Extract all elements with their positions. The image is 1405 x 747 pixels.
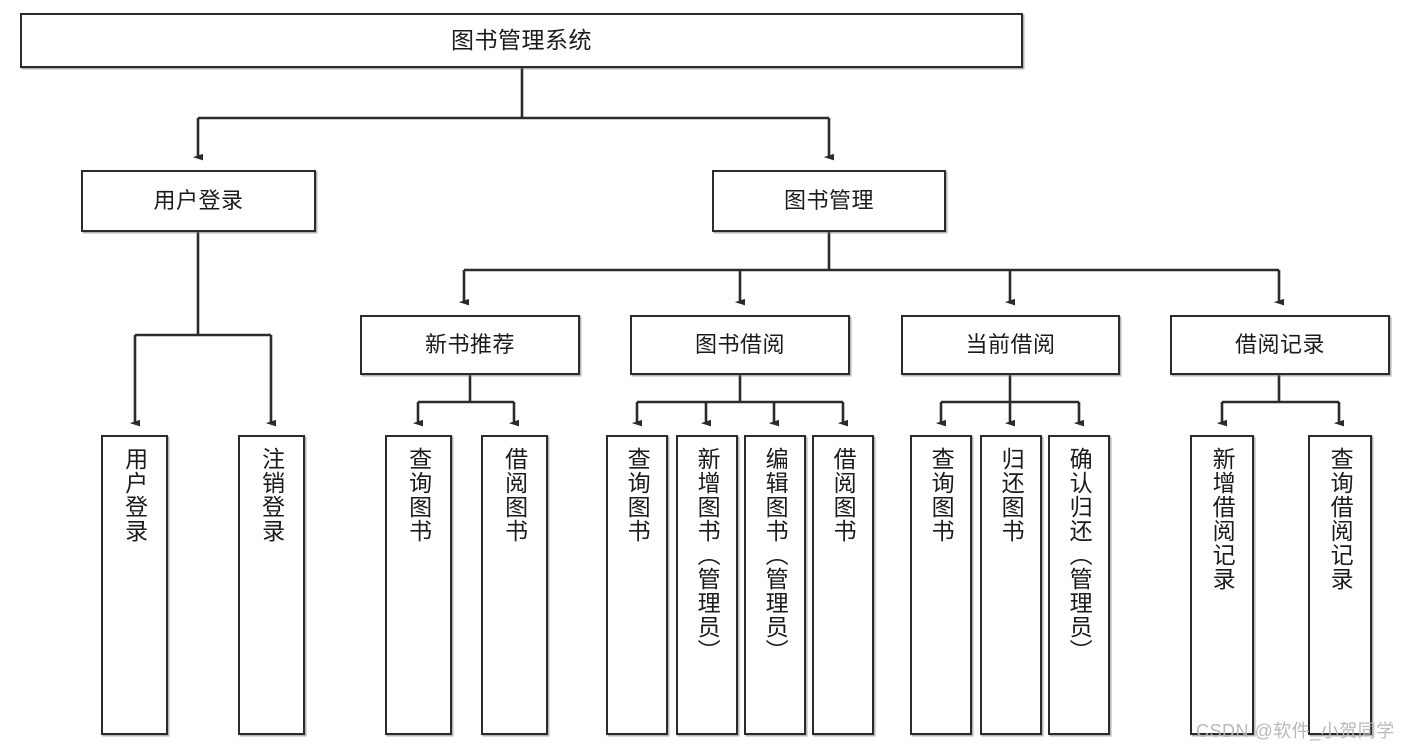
node-leaf-return-book[interactable]: 归还图书	[980, 435, 1042, 735]
node-leaf-edit-book-admin-label: 编辑图书（管理员）	[762, 447, 789, 663]
node-leaf-confirm-return-admin-label: 确认归还（管理员）	[1066, 447, 1093, 663]
node-leaf-add-borrow-record[interactable]: 新增借阅记录	[1190, 435, 1254, 735]
node-user-login-label: 用户登录	[153, 188, 244, 214]
node-current-borrow-label: 当前借阅	[965, 332, 1056, 358]
node-leaf-logout-login[interactable]: 注销登录	[238, 435, 305, 735]
node-book-borrow[interactable]: 图书借阅	[630, 315, 850, 375]
node-current-borrow[interactable]: 当前借阅	[901, 315, 1120, 375]
node-leaf-query-book-2-label: 查询图书	[624, 447, 651, 543]
node-leaf-query-book-3-label: 查询图书	[928, 447, 955, 543]
node-new-book-recommend-label: 新书推荐	[424, 332, 515, 358]
node-leaf-query-book-2[interactable]: 查询图书	[606, 435, 668, 735]
node-leaf-add-book-admin-label: 新增图书（管理员）	[694, 447, 721, 663]
node-leaf-borrow-book-2[interactable]: 借阅图书	[812, 435, 874, 735]
node-leaf-borrow-book-2-label: 借阅图书	[830, 447, 857, 543]
node-root[interactable]: 图书管理系统	[20, 13, 1023, 68]
node-book-borrow-label: 图书借阅	[694, 332, 785, 358]
csdn-watermark: CSDN @软件_小贺同学	[1196, 721, 1395, 741]
node-leaf-borrow-book-1-label: 借阅图书	[501, 447, 528, 543]
node-leaf-confirm-return-admin[interactable]: 确认归还（管理员）	[1048, 435, 1110, 735]
node-book-management[interactable]: 图书管理	[712, 170, 946, 232]
node-leaf-return-book-label: 归还图书	[998, 447, 1025, 543]
node-leaf-query-borrow-record[interactable]: 查询借阅记录	[1308, 435, 1372, 735]
node-user-login[interactable]: 用户登录	[81, 170, 316, 232]
node-borrow-record[interactable]: 借阅记录	[1170, 315, 1390, 375]
node-new-book-recommend[interactable]: 新书推荐	[360, 315, 580, 375]
node-leaf-query-borrow-record-label: 查询借阅记录	[1327, 447, 1354, 591]
node-leaf-query-book-1-label: 查询图书	[405, 447, 432, 543]
node-book-management-label: 图书管理	[783, 188, 874, 214]
node-root-label: 图书管理系统	[451, 26, 592, 53]
node-borrow-record-label: 借阅记录	[1234, 332, 1325, 358]
node-leaf-edit-book-admin[interactable]: 编辑图书（管理员）	[744, 435, 806, 735]
node-leaf-user-login-label: 用户登录	[121, 447, 148, 543]
node-leaf-user-login[interactable]: 用户登录	[101, 435, 168, 735]
node-leaf-query-book-3[interactable]: 查询图书	[910, 435, 972, 735]
node-leaf-borrow-book-1[interactable]: 借阅图书	[481, 435, 548, 735]
node-leaf-add-borrow-record-label: 新增借阅记录	[1209, 447, 1236, 591]
node-leaf-logout-login-label: 注销登录	[258, 447, 285, 543]
node-leaf-query-book-1[interactable]: 查询图书	[385, 435, 452, 735]
node-leaf-add-book-admin[interactable]: 新增图书（管理员）	[676, 435, 738, 735]
